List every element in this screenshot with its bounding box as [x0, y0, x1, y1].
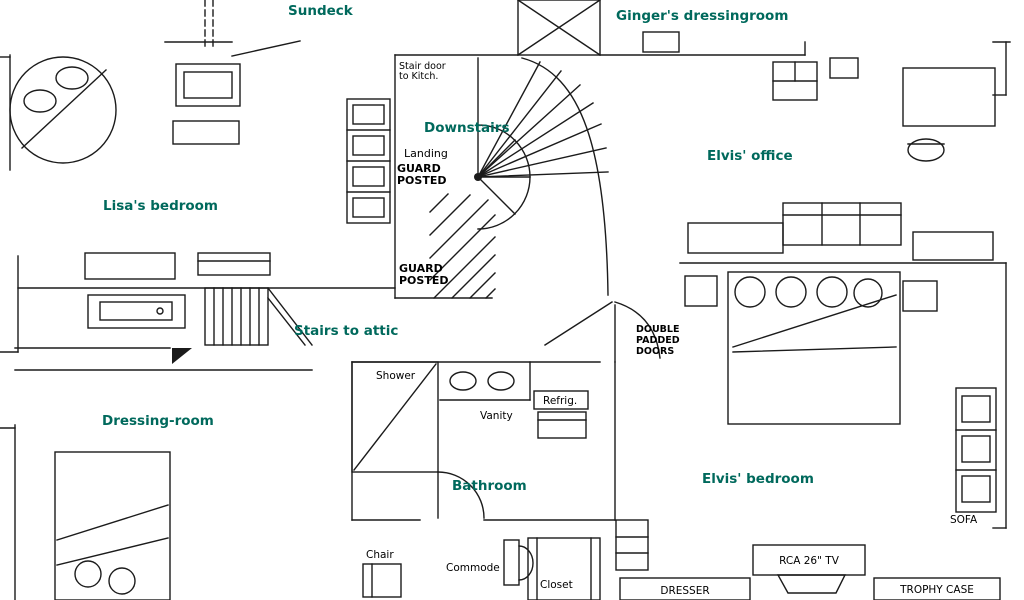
- vanity-label: Vanity: [480, 410, 513, 422]
- walls: [0, 40, 1011, 600]
- closet-label: Closet: [540, 579, 573, 591]
- sofa-label: SOFA: [950, 514, 978, 526]
- bottom-furniture: [362, 519, 1001, 600]
- trophy-case-label: TROPHY CASE: [899, 584, 974, 596]
- guard-posted-upper-line1: GUARD: [397, 162, 441, 175]
- sofa-unit: [955, 387, 997, 513]
- sundeck-dashed-walls: [204, 0, 214, 49]
- stair-door-note-line1: Stair door: [399, 61, 446, 72]
- room-label-dressing-room: Dressing-room: [102, 413, 214, 429]
- spiral-staircase: [474, 57, 609, 296]
- room-label-bathroom: Bathroom: [452, 478, 527, 494]
- shelf-unit: [346, 98, 391, 224]
- office-furniture: [687, 57, 996, 261]
- landing-label: Landing: [404, 147, 448, 160]
- dresser-label: DRESSER: [660, 585, 709, 597]
- shower-label: Shower: [376, 370, 416, 382]
- annotation-labels: Stair door to Kitch. Landing GUARD POSTE…: [366, 61, 978, 597]
- guard-posted-lower-line2: POSTED: [399, 274, 448, 287]
- dressing-room-bed: [54, 451, 171, 600]
- attic-staircase: [204, 287, 313, 346]
- room-label-lisas-bedroom: Lisa's bedroom: [103, 198, 218, 214]
- double-padded-doors-line2: PADDED: [636, 335, 680, 346]
- stair-door-note-line2: to Kitch.: [399, 71, 438, 82]
- room-label-elvis-bedroom: Elvis' bedroom: [702, 471, 814, 487]
- room-label-downstairs: Downstairs: [424, 120, 509, 136]
- lisa-bedroom-furniture: [84, 63, 271, 329]
- round-bed: [9, 56, 117, 164]
- room-label-elvis-office: Elvis' office: [707, 148, 793, 164]
- bathroom-fixtures: [351, 361, 589, 519]
- refrig-label: Refrig.: [543, 395, 577, 407]
- room-label-gingers-dressingroom: Ginger's dressingroom: [616, 8, 788, 24]
- skylight-box: [517, 0, 680, 56]
- double-padded-doors-line1: DOUBLE: [636, 324, 679, 335]
- tv-label: RCA 26" TV: [779, 555, 840, 567]
- guard-posted-lower-line1: GUARD: [399, 262, 443, 275]
- chair-label: Chair: [366, 549, 394, 561]
- commode-label: Commode: [446, 562, 500, 574]
- double-padded-doors-line3: DOORS: [636, 346, 674, 357]
- double-padded-door-arc: [614, 301, 661, 359]
- room-labels: Sundeck Ginger's dressingroom Downstairs…: [102, 3, 814, 494]
- guard-posted-upper-line2: POSTED: [397, 174, 446, 187]
- room-label-sundeck: Sundeck: [288, 3, 354, 19]
- lower-staircase-hatch: [429, 193, 496, 299]
- elvis-bed: [684, 271, 938, 425]
- room-label-stairs-to-attic: Stairs to attic: [294, 323, 398, 339]
